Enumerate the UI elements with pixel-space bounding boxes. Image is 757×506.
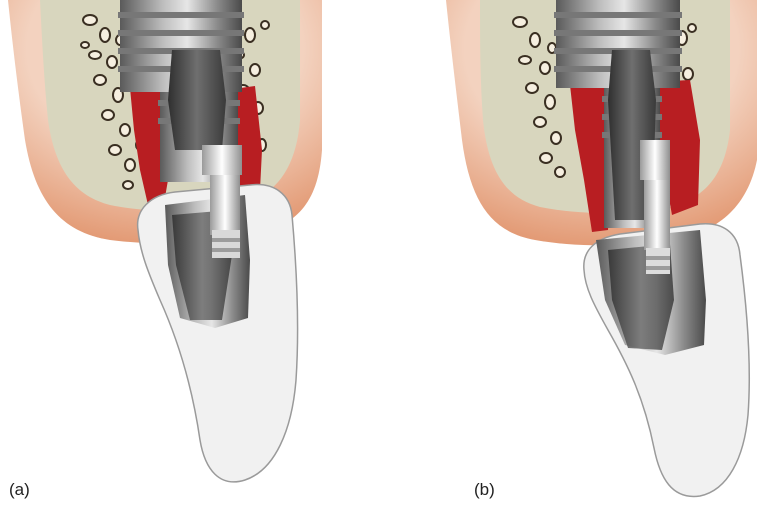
panel-a — [8, 0, 322, 482]
panel-a-label: (a) — [9, 480, 30, 500]
panel-b-label: (b) — [474, 480, 495, 500]
panel-b — [446, 0, 757, 496]
